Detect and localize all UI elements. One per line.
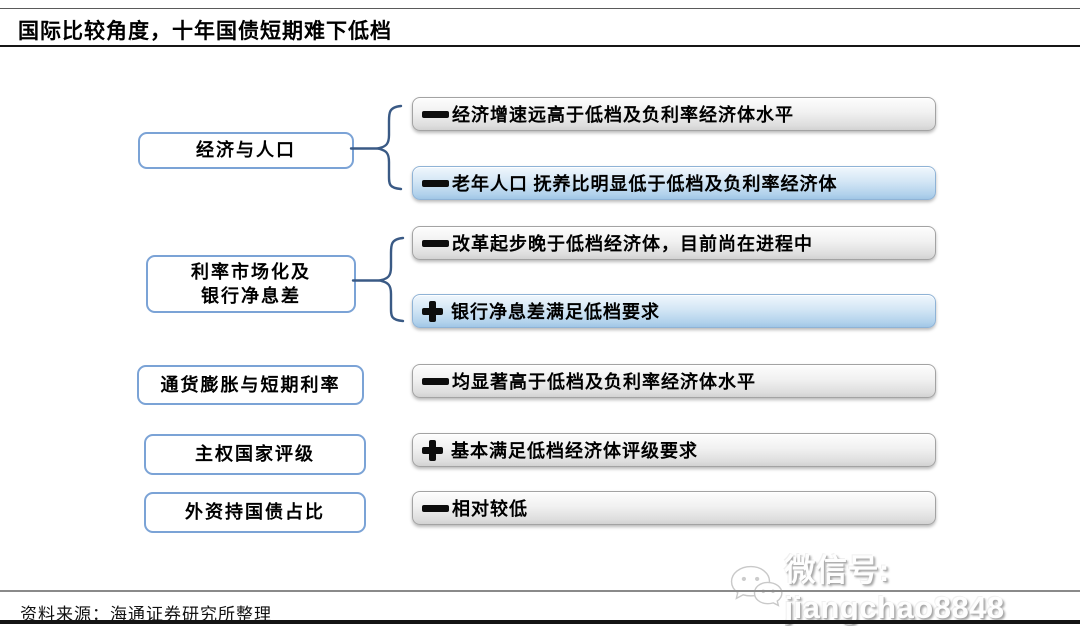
- category-label-line1: 利率市场化及: [191, 261, 311, 282]
- minus-icon: [422, 377, 449, 385]
- assessment-box: 经济增速远高于低档及负利率经济体水平: [412, 97, 936, 131]
- page-title: 国际比较角度，十年国债短期难下低档: [18, 19, 392, 43]
- minus-icon: [422, 239, 449, 247]
- watermark: 微信号: jiangchao8848: [728, 545, 1080, 626]
- brace-icon: [376, 104, 403, 191]
- plus-icon: [422, 300, 443, 322]
- assessment-box: 老年人口 抚养比明显低于低档及负利率经济体: [412, 166, 936, 200]
- assessment-text: 老年人口 抚养比明显低于低档及负利率经济体: [452, 174, 838, 194]
- assessment-text: 改革起步晚于低档经济体，目前尚在进程中: [452, 234, 813, 254]
- assessment-text: 相对较低: [452, 499, 528, 519]
- wechat-icon: [730, 565, 783, 607]
- category-box-rate-liberalization: 利率市场化及 银行净息差: [146, 255, 356, 313]
- assessment-box: 基本满足低档经济体评级要求: [412, 433, 936, 467]
- brace-icon: [378, 236, 405, 323]
- category-box-foreign-holdings: 外资持国债占比: [144, 492, 366, 533]
- watermark-text: 微信号: jiangchao8848: [784, 553, 1005, 625]
- assessment-text: 银行净息差满足低档要求: [451, 302, 660, 322]
- top-rule: [0, 8, 1080, 9]
- assessment-text: 基本满足低档经济体评级要求: [451, 441, 698, 461]
- source-note: 资料来源：海通证券研究所整理: [20, 605, 272, 624]
- category-label: 通货膨胀与短期利率: [160, 374, 341, 395]
- category-label: 经济与人口: [196, 140, 296, 161]
- category-label-line2: 银行净息差: [201, 286, 301, 306]
- assessment-box: 相对较低: [412, 491, 936, 525]
- assessment-text: 经济增速远高于低档及负利率经济体水平: [452, 105, 794, 125]
- category-label: 外资持国债占比: [185, 502, 325, 523]
- category-box-inflation-shortrate: 通货膨胀与短期利率: [137, 365, 364, 405]
- assessment-text: 均显著高于低档及负利率经济体水平: [452, 372, 756, 392]
- assessment-box: 改革起步晚于低档经济体，目前尚在进程中: [412, 226, 936, 260]
- category-box-economy-population: 经济与人口: [138, 132, 354, 169]
- plus-icon: [422, 439, 443, 461]
- assessment-box: 均显著高于低档及负利率经济体水平: [412, 364, 936, 398]
- assessment-box: 银行净息差满足低档要求: [412, 294, 936, 328]
- minus-icon: [422, 110, 449, 118]
- minus-icon: [422, 504, 449, 512]
- footer-rule: [0, 590, 1080, 592]
- category-label: 主权国家评级: [195, 444, 315, 465]
- bottom-rule: [0, 620, 1080, 624]
- title-underline: [0, 45, 1080, 47]
- minus-icon: [422, 179, 449, 187]
- category-box-sovereign-rating: 主权国家评级: [144, 434, 366, 475]
